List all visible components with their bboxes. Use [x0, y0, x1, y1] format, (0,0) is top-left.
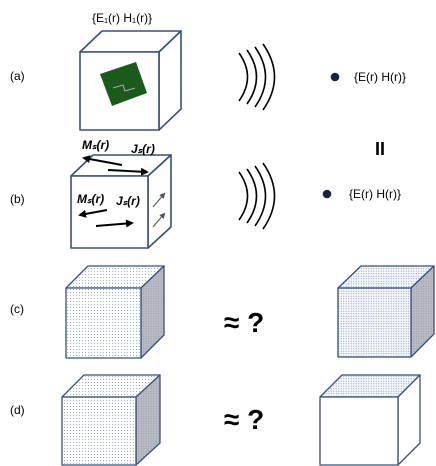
side-arrow-upper: [152, 192, 166, 208]
row-b-label: (b): [10, 192, 25, 206]
row-c-label: (c): [10, 302, 24, 316]
side-arrow-lower: [152, 212, 166, 228]
row-d-label: (d): [10, 403, 25, 417]
dotted-cube-c-left: [65, 265, 165, 359]
top-magnetic-current-label: Mₛ(r): [82, 138, 109, 152]
top-electric-current-label: Jₛ(r): [131, 142, 155, 156]
observation-point-b: [322, 189, 332, 199]
front-electric-current-label: Jₛ(r): [116, 194, 140, 208]
radiation-waves-b: [238, 162, 276, 230]
source-fields-label: {E₁(r) H₁(r)}: [92, 11, 152, 25]
electric-current-arrow-front: [95, 219, 134, 228]
magnetic-current-arrow-front: [78, 209, 108, 218]
hollow-cube-d-right: [319, 374, 421, 466]
approx-question-d: ≈ ?: [224, 404, 264, 435]
equals-sign: II: [375, 139, 385, 159]
row-a-label: (a): [10, 69, 25, 83]
radiation-waves-a: [238, 43, 276, 111]
source-cube-a: [79, 30, 182, 131]
observation-point-a: [330, 72, 340, 82]
dotted-cube-d-left: [61, 374, 161, 466]
circuit-board-icon: [100, 62, 147, 106]
front-magnetic-current-label: Mₛ(r): [77, 192, 104, 206]
observed-fields-label-b: {E(r) H(r)}: [349, 187, 401, 201]
dotted-cube-c-right: [337, 265, 435, 358]
observed-fields-label-a: {E(r) H(r)}: [354, 70, 406, 84]
approx-question-c: ≈ ?: [224, 307, 264, 338]
magnetic-current-arrow-top: [82, 155, 123, 166]
electric-current-arrow-top: [107, 167, 149, 176]
